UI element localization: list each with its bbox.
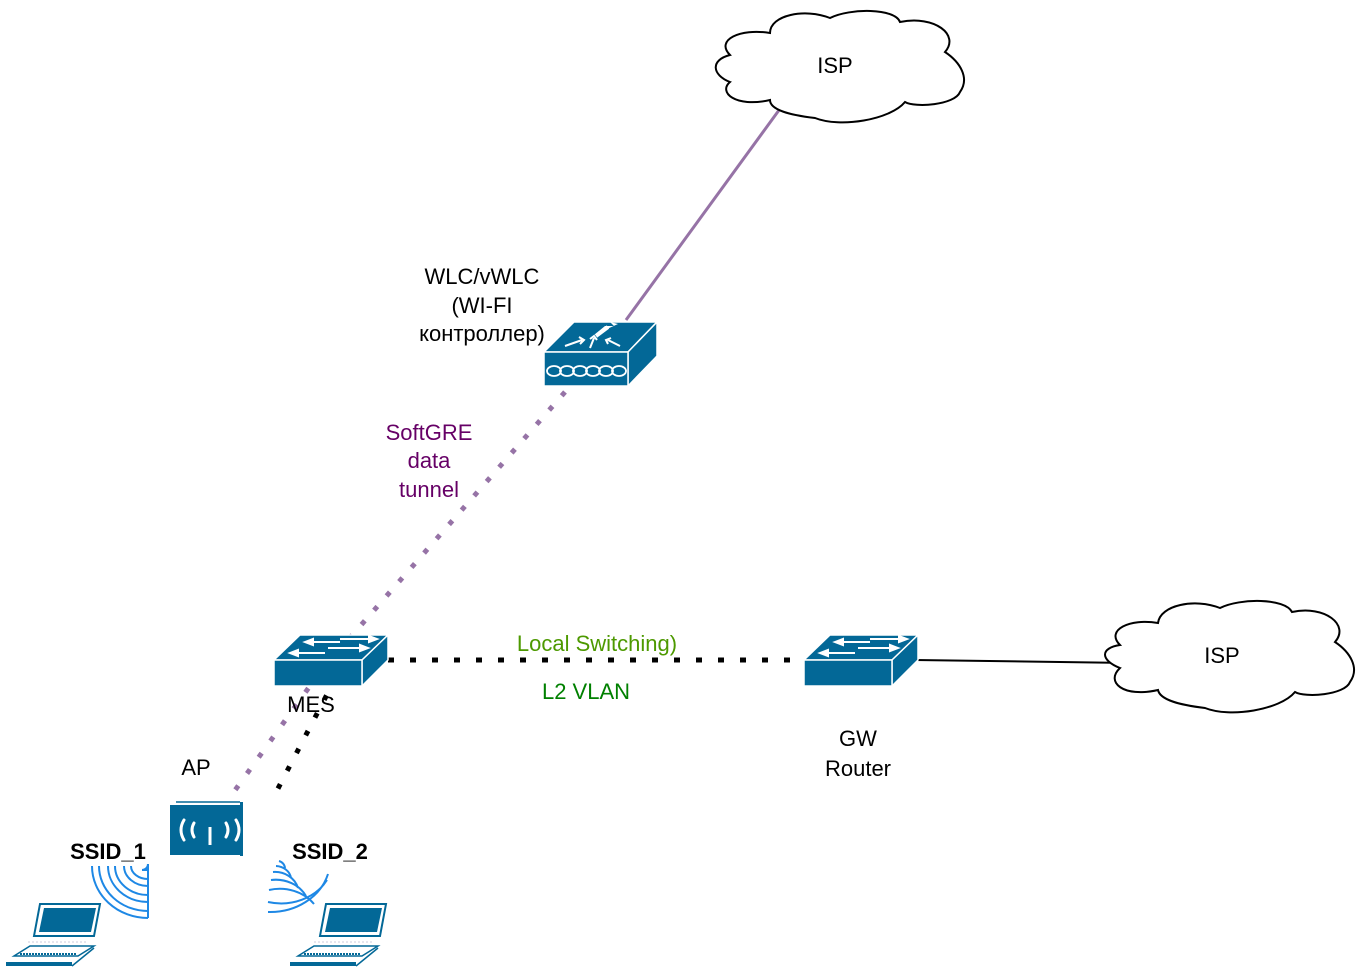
ap-label: AP — [181, 755, 210, 780]
tunnel-label-line2: data — [408, 448, 452, 473]
gw-router[interactable]: GW Router — [802, 633, 920, 781]
link-gw-isp-right — [914, 659, 1131, 664]
mes-label: MES — [287, 692, 335, 717]
wireless-controller-icon — [542, 320, 659, 388]
isp-right-label: ISP — [1204, 643, 1239, 668]
isp-top-label: ISP — [817, 53, 852, 78]
client-laptop-1[interactable]: SSID_1 — [6, 839, 149, 967]
tunnel-label-line1: SoftGRE — [386, 420, 473, 445]
isp-right-cloud[interactable]: ISP — [1104, 600, 1355, 714]
wlc-label-line3: контроллер) — [419, 321, 545, 346]
link-wlc-isp-top — [624, 105, 784, 321]
wlc-label-line1: WLC/vWLC — [425, 264, 540, 289]
switch-icon — [272, 633, 390, 688]
client-laptop-2[interactable]: SSID_2 — [267, 839, 388, 967]
tunnel-label-line3: tunnel — [399, 477, 459, 502]
ssid-2-label: SSID_2 — [292, 839, 368, 864]
cloud-icon — [714, 10, 965, 124]
wifi-signal-icon — [91, 863, 149, 919]
mes-switch[interactable]: MES — [272, 633, 390, 717]
local-switching-label: Local Switching) — [517, 631, 677, 656]
laptop-icon — [290, 903, 388, 967]
wlc-device[interactable]: WLC/vWLC (WI-FI контроллер) — [419, 264, 659, 388]
switch-icon — [802, 633, 920, 688]
gw-label-line1: GW — [839, 726, 877, 751]
gw-label-line2: Router — [825, 756, 891, 781]
access-point-icon — [170, 801, 243, 856]
ssid-1-label: SSID_1 — [70, 839, 146, 864]
cloud-icon — [1104, 600, 1355, 714]
softgre-tunnel-label: SoftGRE data tunnel — [386, 420, 473, 502]
access-point[interactable]: AP — [170, 755, 243, 856]
laptop-icon — [6, 903, 102, 967]
wlc-label-line2: (WI-FI — [451, 293, 512, 318]
isp-top-cloud[interactable]: ISP — [714, 10, 965, 124]
l2-vlan-label: L2 VLAN — [542, 679, 630, 704]
wifi-signal-icon — [267, 860, 329, 914]
